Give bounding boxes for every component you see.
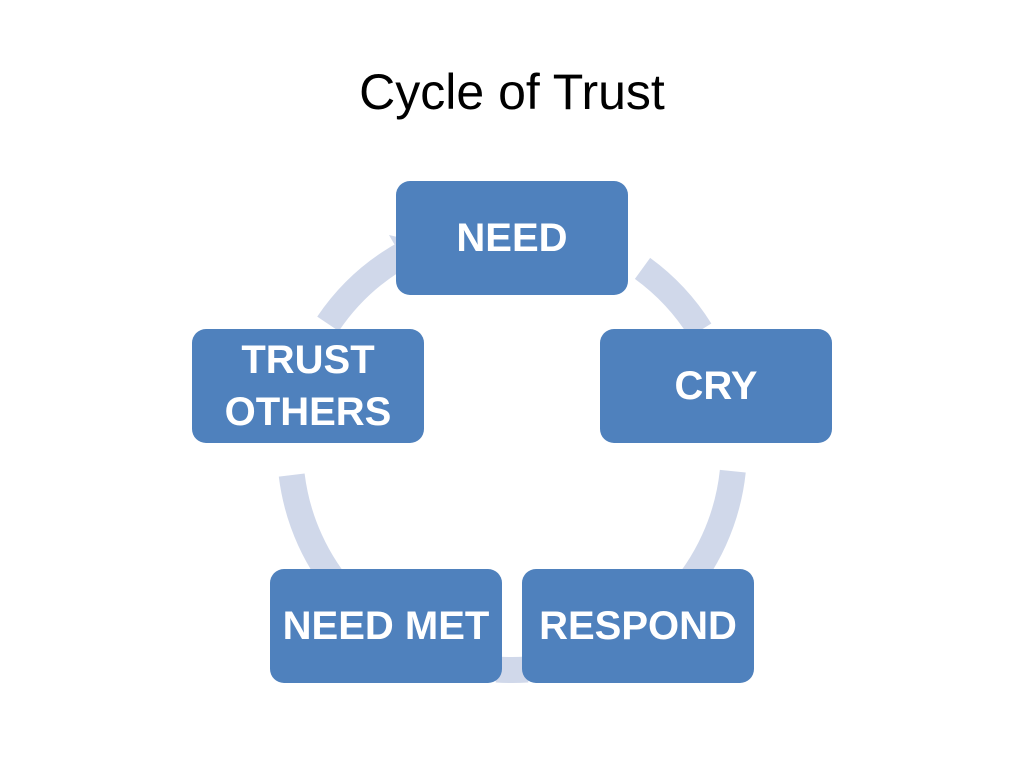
node-need-met: NEED MET xyxy=(270,569,502,683)
node-need-label: NEED xyxy=(456,216,568,260)
node-need-met-label: NEED MET xyxy=(282,604,490,648)
node-cry-label: CRY xyxy=(674,364,758,408)
node-trust-others-label: TRUST OTHERS xyxy=(224,338,392,434)
node-respond: RESPOND xyxy=(522,569,754,683)
node-cry: CRY xyxy=(600,329,832,443)
node-trust-others: TRUST OTHERS xyxy=(192,329,424,443)
node-need: NEED xyxy=(396,181,628,295)
slide-title: Cycle of Trust xyxy=(359,64,665,120)
arc-need-to-cry xyxy=(634,257,712,338)
node-respond-label: RESPOND xyxy=(539,604,737,648)
